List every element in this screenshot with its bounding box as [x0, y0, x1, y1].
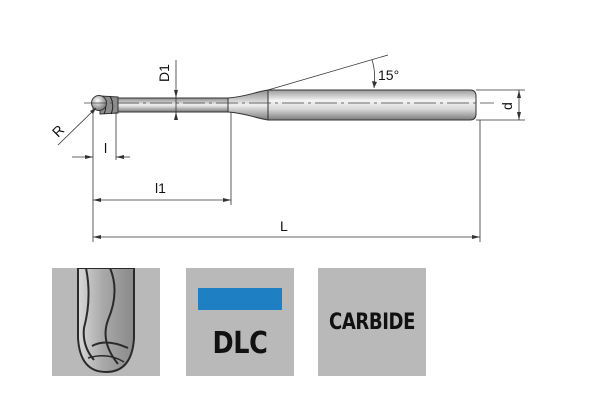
- carbide-label: CARBIDE: [329, 310, 415, 335]
- dimension-lines: [57, 54, 525, 242]
- l-label: l: [104, 140, 107, 156]
- tool-taper: [227, 89, 269, 121]
- dlc-color-bar: [198, 288, 282, 310]
- tool-neck: [117, 97, 229, 113]
- d1-label: D1: [156, 64, 172, 82]
- tool-body: [91, 89, 477, 121]
- r-label: R: [49, 122, 67, 140]
- total-length-label: L: [280, 218, 288, 234]
- tool-shank: [267, 89, 477, 121]
- ball-nose-tip-photo: [52, 268, 160, 376]
- end-mill-technical-drawing: 15° D1 d R l l1 L: [49, 54, 525, 242]
- ball-nose-tip-icon: [77, 268, 135, 374]
- dlc-label: DLC: [212, 326, 268, 361]
- dimension-arrows: [85, 81, 521, 239]
- d-label: d: [499, 102, 515, 110]
- carbide-material-badge: CARBIDE: [318, 268, 426, 376]
- angle-label: 15°: [378, 67, 399, 83]
- dlc-coating-badge: DLC: [186, 268, 294, 376]
- l1-label: l1: [155, 180, 166, 196]
